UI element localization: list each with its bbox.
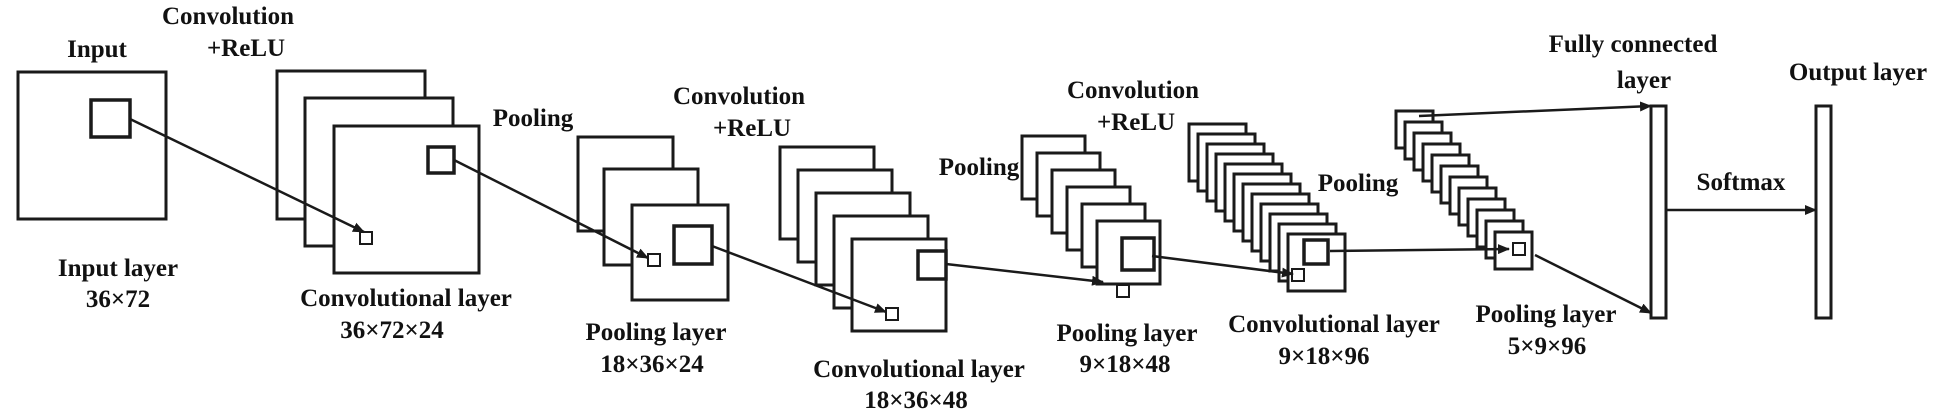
conv1-stack — [275, 69, 481, 275]
output-pixel — [1116, 284, 1130, 298]
conv2-layer-size: 18×36×48 — [864, 387, 968, 414]
output-layer-label: Output layer — [1789, 59, 1927, 86]
conv2-op-label-line2: +ReLU — [713, 115, 791, 142]
output-pixel — [1512, 242, 1526, 256]
pool3-layer-size: 5×9×96 — [1508, 333, 1587, 360]
conv3-op-label-line1: Convolution — [1067, 77, 1199, 104]
conv2-layer-label: Convolutional layer — [813, 356, 1025, 383]
kernel-window — [1120, 236, 1156, 272]
arrow-pool2-to-conv3 — [1151, 254, 1294, 278]
pool3-layer-label: Pooling layer — [1476, 301, 1617, 328]
arrow-pool3-bottom-to-fc — [1534, 253, 1652, 315]
conv3-stack — [1187, 122, 1347, 293]
input-layer-label: Input layer — [58, 255, 178, 282]
pool1-layer-size: 18×36×24 — [600, 351, 704, 378]
conv1-op-label-line1: Convolution — [162, 3, 294, 30]
pool1-op-label: Pooling — [493, 105, 574, 132]
kernel-window — [1302, 238, 1330, 266]
fc-layer-label-line2: layer — [1617, 67, 1671, 94]
arrow-pool3-top-to-fc — [1418, 101, 1652, 118]
arrow-pool1-to-conv2 — [711, 244, 887, 314]
softmax-label: Softmax — [1697, 169, 1786, 196]
pool2-layer-label: Pooling layer — [1057, 320, 1198, 347]
input-layer-block — [16, 70, 168, 221]
conv2-op-label-line1: Convolution — [673, 83, 805, 110]
conv3-op-label-line2: +ReLU — [1097, 109, 1175, 136]
fc-layer-label-line1: Fully connected — [1549, 31, 1718, 58]
conv3-layer-label: Convolutional layer — [1228, 311, 1440, 338]
fully-connected-bar — [1649, 104, 1668, 320]
output-layer-bar — [1814, 104, 1833, 320]
pool3-stack — [1394, 109, 1534, 271]
arrow-input-to-conv1 — [129, 117, 365, 234]
kernel-window — [916, 249, 948, 281]
conv3-layer-size: 9×18×96 — [1279, 343, 1370, 370]
pool1-layer-label: Pooling layer — [586, 319, 727, 346]
conv1-layer-label: Convolutional layer — [300, 285, 512, 312]
pool2-op-label: Pooling — [939, 154, 1020, 181]
output-pixel — [1291, 268, 1305, 282]
input-layer-size: 36×72 — [86, 286, 150, 313]
input-top-label: Input — [67, 36, 127, 63]
pool2-layer-size: 9×18×48 — [1080, 351, 1171, 378]
arrow-conv2-to-pool2 — [945, 262, 1104, 286]
arrow-conv3-to-pool3 — [1329, 244, 1510, 255]
conv1-layer-size: 36×72×24 — [340, 317, 444, 344]
pool1-stack — [576, 135, 730, 302]
pool2-stack — [1020, 134, 1162, 298]
labels: Input Convolution +ReLU Input layer 36×7… — [58, 3, 1927, 414]
conv1-op-label-line2: +ReLU — [207, 35, 285, 62]
arrow-conv1-to-pool1 — [453, 158, 649, 260]
output-pixel — [885, 307, 899, 321]
connection-arrows — [129, 101, 1817, 315]
pool3-op-label: Pooling — [1318, 170, 1399, 197]
